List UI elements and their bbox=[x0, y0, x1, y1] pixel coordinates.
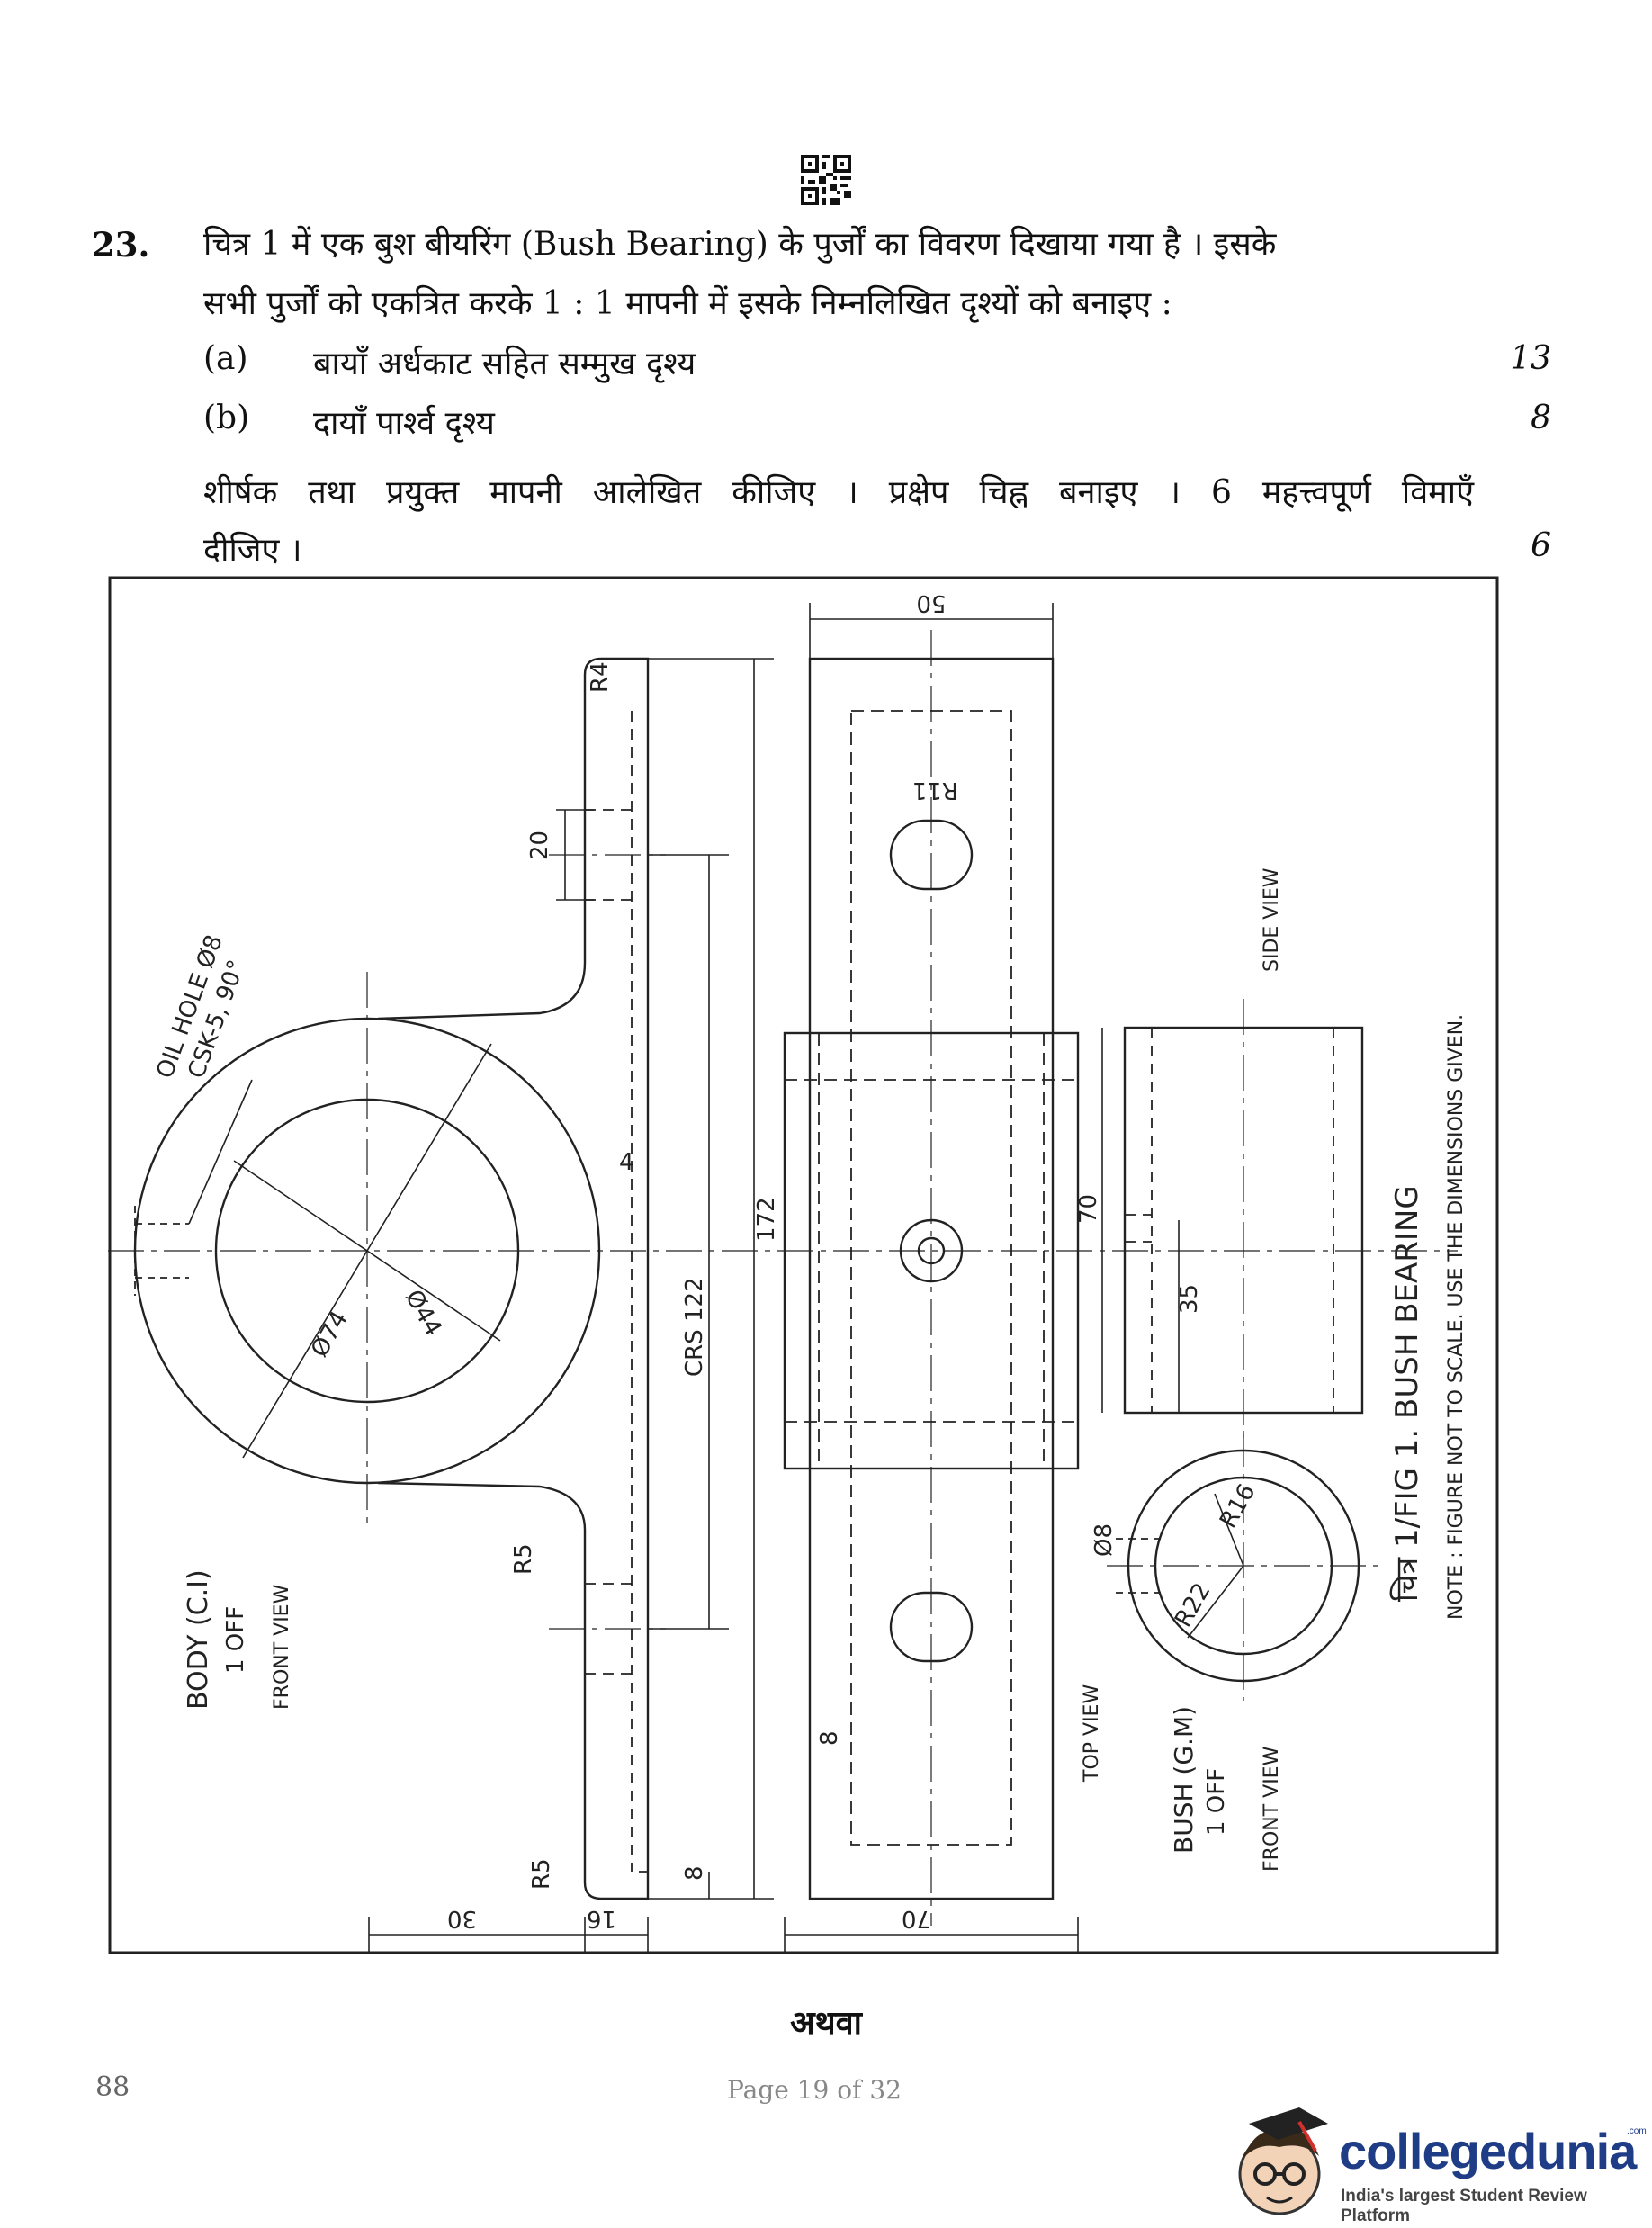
part-a-marks: 13 bbox=[1510, 340, 1551, 377]
question-text-line1: चित्र 1 में एक बुश बीयरिंग (Bush Bearing… bbox=[203, 226, 1277, 263]
oil-hole-leader bbox=[188, 1079, 253, 1225]
qr-code-icon bbox=[801, 155, 851, 205]
brand-tagline: India's largest Student Review Platform bbox=[1341, 2187, 1587, 2225]
figure-note: NOTE : FIGURE NOT TO SCALE. USE THE DIME… bbox=[1445, 1014, 1468, 1620]
part-b-label: (b) bbox=[203, 400, 250, 436]
dim-74-label: Ø74 bbox=[306, 1307, 354, 1361]
dim-70-bottom bbox=[784, 1917, 1079, 1953]
dim-bush-oil-label: Ø8 bbox=[1091, 1523, 1118, 1557]
body-hidden-lines bbox=[585, 711, 648, 1873]
brand-com: .com bbox=[1627, 2126, 1647, 2136]
dim-20-label: 20 bbox=[526, 831, 553, 860]
dim-r5-lower-label: R5 bbox=[528, 1858, 555, 1890]
page-number: 88 bbox=[95, 2071, 130, 2103]
oil-hole bbox=[134, 1206, 189, 1296]
body-view-label: FRONT VIEW bbox=[271, 1584, 293, 1710]
dim-20 bbox=[556, 809, 594, 901]
bush-title: BUSH (G.M) bbox=[1169, 1706, 1199, 1854]
bush-radius-lines bbox=[1187, 1493, 1244, 1639]
figure-title: चित्र 1/FIG 1. BUSH BEARING bbox=[1389, 1185, 1425, 1602]
dim-30-label: 30 bbox=[447, 1905, 477, 1932]
instruction-line2: दीजिए । bbox=[203, 532, 302, 569]
body-qty: 1 OFF bbox=[222, 1606, 249, 1674]
question-text-line2: सभी पुर्जों को एकत्रित करके 1 : 1 मापनी … bbox=[203, 285, 1172, 322]
body-base-plate bbox=[377, 657, 650, 1900]
body-centerlines bbox=[108, 854, 1458, 1630]
dim-inner-8-label: 8 bbox=[816, 1730, 843, 1746]
bush-front-centerlines bbox=[1107, 1431, 1386, 1701]
part-a-label: (a) bbox=[203, 340, 248, 377]
dim-172 bbox=[648, 658, 774, 1900]
body-title: BODY (C.I) bbox=[183, 1569, 214, 1710]
question-number: 23. bbox=[92, 225, 150, 265]
or-separator: अथवा bbox=[790, 2004, 862, 2042]
instruction-marks: 6 bbox=[1531, 527, 1551, 564]
dim-70-bottom-label: 70 bbox=[902, 1905, 931, 1932]
dim-50 bbox=[809, 603, 1054, 659]
dim-r11-label: R11 bbox=[912, 777, 958, 804]
dim-172-label: 172 bbox=[753, 1197, 780, 1242]
dia-44-line bbox=[233, 1160, 501, 1342]
bush-bearing-drawing: 50 R4 20 R11 Ø74 Ø44 4 CRS 122 172 R5 R5… bbox=[108, 576, 1499, 1954]
part-a-text: बायाँ अर्धकाट सहित सम्मुख दृश्य bbox=[313, 346, 696, 382]
dim-8-label: 8 bbox=[681, 1865, 708, 1881]
dim-r16-label: R16 bbox=[1215, 1479, 1261, 1532]
instruction-line1: शीर्षक तथा प्रयुक्त मापनी आलेखित कीजिए ।… bbox=[203, 474, 1474, 511]
dim-44-label: Ø44 bbox=[400, 1286, 447, 1341]
drawing-frame bbox=[108, 576, 1499, 1954]
dim-bush-70-label: 70 bbox=[1075, 1194, 1102, 1224]
part-b-marks: 8 bbox=[1531, 400, 1551, 436]
dim-4-label: 4 bbox=[619, 1149, 634, 1176]
page-footer: Page 19 of 32 bbox=[727, 2075, 902, 2105]
dim-16-label: 16 bbox=[587, 1905, 616, 1932]
dim-crs-label: CRS 122 bbox=[681, 1277, 708, 1377]
brand-name: collegedunia bbox=[1339, 2123, 1637, 2179]
dim-r4-label: R4 bbox=[587, 661, 614, 693]
side-view-label: SIDE VIEW bbox=[1261, 867, 1283, 972]
dim-crs122 bbox=[648, 854, 729, 1630]
part-b-text: दायाँ पार्श्व दृश्य bbox=[313, 405, 495, 442]
dim-r5-upper-label: R5 bbox=[510, 1543, 537, 1575]
dim-bush-35-label: 35 bbox=[1176, 1284, 1203, 1314]
bush-side-hidden bbox=[1125, 1028, 1334, 1413]
bush-qty: 1 OFF bbox=[1203, 1768, 1230, 1836]
dim-50-label: 50 bbox=[916, 589, 946, 616]
collegedunia-logo-icon bbox=[1238, 2107, 1328, 2215]
top-view-label: TOP VIEW bbox=[1081, 1684, 1103, 1783]
bush-view-label: FRONT VIEW bbox=[1261, 1746, 1283, 1872]
dim-bottom bbox=[368, 1917, 649, 1953]
